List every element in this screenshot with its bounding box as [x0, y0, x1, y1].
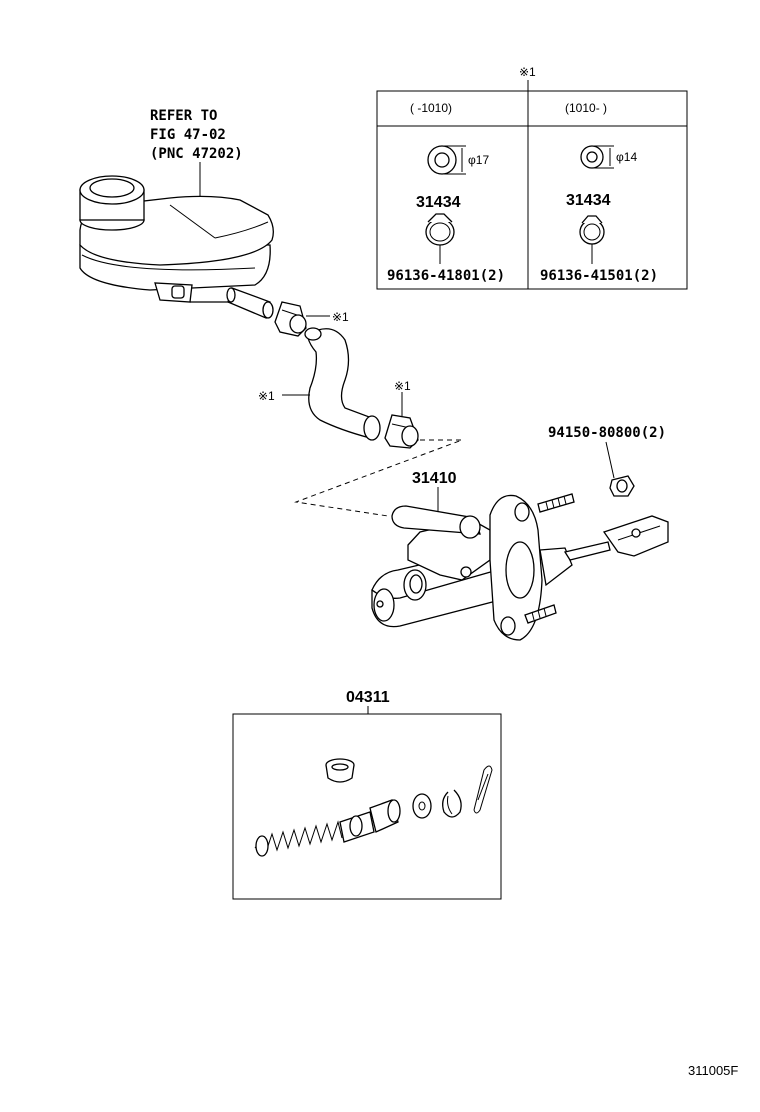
kit-snap-ring [442, 789, 462, 818]
figure-id: 311005F [688, 1063, 738, 1078]
refer-note: REFER TO FIG 47-02 (PNC 47202) [150, 108, 243, 200]
repair-kit: 04311 [232, 689, 502, 900]
hose-clip-lower: ※1 [384, 379, 419, 449]
inset-col2-dim: φ14 [616, 150, 637, 164]
inset-col1-dim: φ17 [468, 153, 489, 167]
refer-note-line1: REFER TO [150, 108, 217, 124]
inset-col2-header: (1010- ) [565, 101, 607, 115]
kit-spring [254, 820, 343, 857]
marker-upper: ※1 [332, 310, 349, 324]
label-master-cylinder: 31410 [412, 470, 457, 487]
marker-lower: ※1 [394, 379, 411, 393]
flange-nut: 94150-80800(2) [548, 425, 666, 497]
kit-washer [412, 793, 432, 819]
reservoir-hose: ※1 [258, 327, 381, 441]
kit-clip-pin [473, 765, 493, 814]
hose-clip-upper: ※1 [274, 301, 349, 337]
clutch-master-cylinder: 31410 [371, 470, 669, 641]
refer-note-line2: FIG 47-02 [150, 127, 226, 143]
hose-clip-table: ※1 ( -1010) (1010- ) φ17 31434 96136-418… [376, 65, 688, 290]
marker-left: ※1 [258, 389, 275, 403]
label-nut: 94150-80800(2) [548, 425, 666, 441]
inset-col1-part-b: 96136-41801(2) [387, 268, 505, 284]
inset-col1-header: ( -1010) [410, 101, 452, 115]
inset-marker: ※1 [519, 65, 536, 79]
label-kit: 04311 [346, 689, 390, 706]
inset-col2-part-b: 96136-41501(2) [540, 268, 658, 284]
kit-cap [325, 758, 355, 783]
inset-col1-part-a: 31434 [416, 194, 461, 211]
inset-col2-part-a: 31434 [566, 192, 611, 209]
reservoir-tank [79, 175, 274, 303]
kit-piston [339, 799, 401, 843]
refer-note-line3: (PNC 47202) [150, 146, 243, 162]
reservoir-outlet [226, 287, 274, 319]
